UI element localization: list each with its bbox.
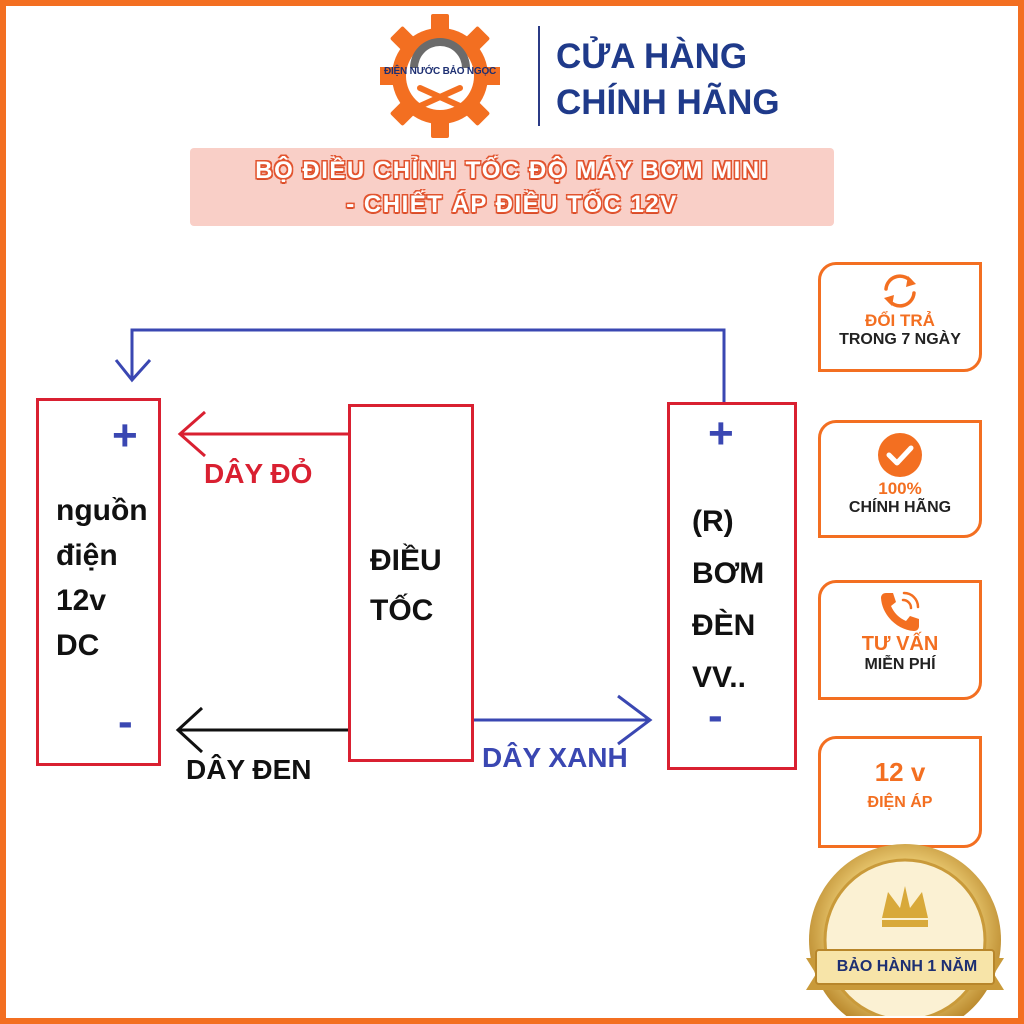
badge-consult-subtitle: MIỄN PHÍ bbox=[864, 656, 936, 673]
logo-text: ĐIỆN NƯỚC BẢO NGỌC bbox=[383, 66, 497, 77]
check-circle-icon bbox=[878, 433, 922, 477]
power-source-box bbox=[36, 398, 161, 766]
power-line2: điện bbox=[56, 539, 118, 572]
banner-line1: BỘ ĐIỀU CHỈNH TỐC ĐỘ MÁY BƠM MINI bbox=[255, 157, 769, 184]
refresh-icon bbox=[884, 274, 916, 308]
red-wire-arrow bbox=[177, 410, 348, 458]
badge-return-subtitle: TRONG 7 NGÀY bbox=[839, 331, 961, 348]
badge-voltage: 12 v ĐIỆN ÁP bbox=[818, 736, 982, 848]
load-plus-sign: + bbox=[708, 409, 734, 458]
power-plus-sign: + bbox=[112, 411, 138, 460]
load-line1: (R) bbox=[692, 505, 734, 538]
shop-title: CỬA HÀNG CHÍNH HÃNG bbox=[556, 34, 780, 126]
gear-logo-icon bbox=[380, 14, 500, 138]
badge-free-consult: TƯ VẤN MIỄN PHÍ bbox=[818, 580, 982, 700]
badge-genuine-subtitle: CHÍNH HÃNG bbox=[848, 499, 952, 516]
speed-controller-box bbox=[348, 404, 474, 762]
load-box bbox=[667, 402, 797, 770]
header-divider bbox=[538, 26, 540, 126]
phone-icon bbox=[881, 591, 920, 631]
warranty-seal-text: BẢO HÀNH 1 NĂM bbox=[836, 958, 978, 975]
load-line4: VV.. bbox=[692, 661, 746, 694]
controller-label: ĐIỀU TỐC bbox=[370, 536, 442, 636]
red-wire-label: DÂY ĐỎ bbox=[204, 458, 313, 489]
power-minus-sign: - bbox=[118, 697, 133, 746]
blue-wire-label: DÂY XANH bbox=[482, 742, 628, 773]
black-wire-arrow bbox=[175, 706, 348, 754]
controller-line2: TỐC bbox=[370, 594, 434, 627]
load-line2: BƠM bbox=[692, 557, 765, 590]
load-line3: ĐÈN bbox=[692, 609, 756, 642]
power-line4: DC bbox=[56, 629, 100, 662]
controller-line1: ĐIỀU bbox=[370, 544, 442, 577]
load-minus-sign: - bbox=[708, 691, 723, 740]
blue-wire-arrow bbox=[474, 694, 653, 746]
blue-feedback-wire bbox=[114, 328, 726, 402]
badge-genuine-title: 100% bbox=[878, 479, 922, 498]
load-box-label: (R) BƠM ĐÈN VV.. bbox=[692, 496, 764, 704]
badge-voltage-subtitle: ĐIỆN ÁP bbox=[867, 794, 933, 811]
badge-genuine: 100% CHÍNH HÃNG bbox=[818, 420, 982, 538]
power-line3: 12v bbox=[56, 584, 107, 617]
shop-title-line1: CỬA HÀNG bbox=[556, 37, 748, 76]
crown-icon bbox=[882, 886, 928, 927]
badge-consult-title: TƯ VẤN bbox=[861, 633, 939, 655]
badge-return-title: ĐỔI TRẢ bbox=[865, 311, 935, 330]
product-title-banner: BỘ ĐIỀU CHỈNH TỐC ĐỘ MÁY BƠM MINI - CHIẾ… bbox=[190, 148, 834, 226]
badge-return-policy: ĐỔI TRẢ TRONG 7 NGÀY bbox=[818, 262, 982, 372]
shop-title-line2: CHÍNH HÃNG bbox=[556, 83, 780, 122]
banner-line2: - CHIẾT ÁP ĐIỀU TỐC 12V bbox=[346, 191, 678, 218]
power-box-label: nguồn điện 12v DC bbox=[56, 488, 148, 668]
warranty-seal bbox=[806, 844, 1004, 1016]
badge-voltage-title: 12 v bbox=[874, 757, 926, 787]
black-wire-label: DÂY ĐEN bbox=[186, 754, 312, 785]
power-line1: nguồn bbox=[56, 494, 148, 527]
